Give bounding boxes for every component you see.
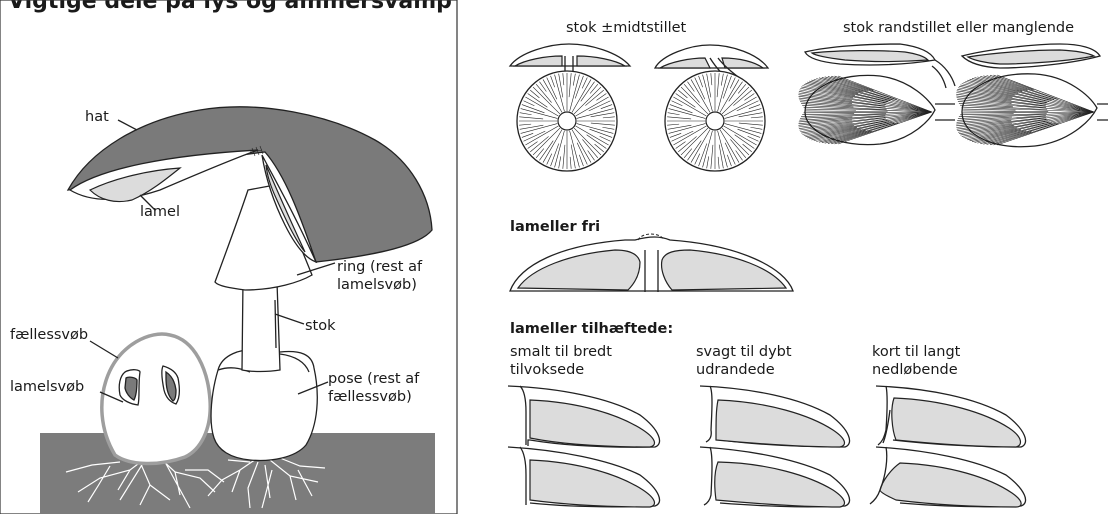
type-3-line-2: nedløbende	[872, 362, 958, 378]
label-pose-1: pose (rest af	[328, 371, 420, 387]
label-hat: hat	[85, 109, 109, 125]
leader-faellessvob	[90, 341, 118, 358]
label-faellessvob: fællessvøb	[10, 327, 88, 343]
label-ring-1: ring (rest af	[337, 259, 423, 275]
label-stok-midtstillet: stok ±midtstillet	[566, 20, 687, 36]
gills-free-section: lameller fri	[510, 219, 793, 292]
leader-hat	[118, 120, 137, 130]
faellessvob-outline	[102, 334, 210, 463]
type-2-line-1: svagt til dybt	[696, 344, 792, 360]
gills-attached-section: lameller tilhæftede: smalt til bredt til…	[508, 321, 1026, 507]
gill-decurrent-long	[870, 447, 1026, 507]
label-stok: stok	[305, 318, 336, 334]
heading-lameller-tilhaeftede: lameller tilhæftede:	[510, 321, 673, 337]
gill-disk-central	[517, 71, 617, 171]
type-2-line-2: udrandede	[696, 362, 775, 378]
heading-lameller-fri: lameller fri	[510, 219, 600, 235]
type-3-line-1: kort til langt	[872, 344, 961, 360]
stem-position-section: stok ±midtstillet stok randstillet eller…	[510, 20, 1108, 171]
profile-lateral-stem-2	[962, 44, 1100, 68]
label-lamelsvob: lamelsvøb	[10, 379, 84, 395]
type-1-line-1: smalt til bredt	[510, 344, 612, 360]
gill-disk-eccentric	[665, 71, 765, 171]
label-stok-randstillet: stok randstillet eller manglende	[843, 20, 1074, 36]
anatomy-panel: hat lamel ring (rest af lamelsvøb) stok …	[0, 0, 457, 514]
gill-sinuate-slight	[700, 386, 850, 447]
label-ring-2: lamelsvøb)	[337, 277, 417, 293]
gill-sinuate-deep	[700, 447, 850, 507]
gill-fan-lateral-2	[956, 74, 1108, 147]
label-pose-2: fællessvøb)	[328, 389, 412, 405]
gill-fan-lateral-1	[798, 75, 955, 144]
type-1-line-2: tilvoksede	[510, 362, 584, 378]
gill-decurrent-short	[876, 386, 1026, 447]
young-mushroom-egg	[102, 334, 210, 463]
gill-adnate-broad	[508, 447, 660, 507]
page-title: Vigtige dele på lys og ammersvamp	[8, 0, 452, 14]
gill-adnate-narrow	[508, 386, 660, 447]
label-lamel: lamel	[140, 204, 180, 220]
leader-stok	[275, 314, 304, 324]
stok-stem	[242, 280, 280, 372]
